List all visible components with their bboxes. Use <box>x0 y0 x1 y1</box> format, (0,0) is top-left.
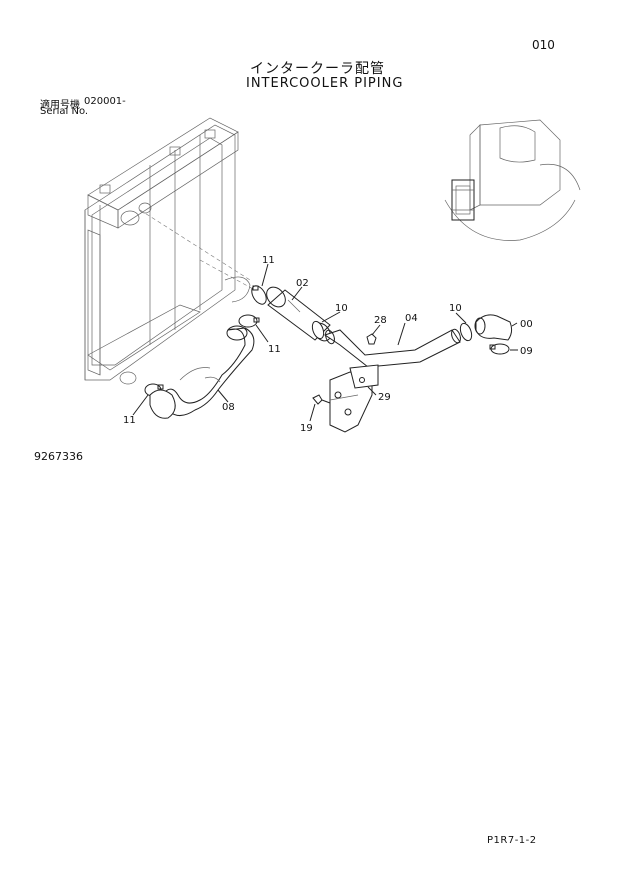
page-code: P1R7-1-2 <box>487 835 537 846</box>
callout-00: 00 <box>520 319 533 330</box>
callout-10: 10 <box>335 303 348 314</box>
callout-04: 04 <box>405 313 418 324</box>
page-number: 010 <box>532 38 555 52</box>
serial-label-japanese: 適用号機 <box>40 100 80 111</box>
drawing-number: 9267336 <box>34 450 83 463</box>
callout-08: 08 <box>222 402 235 413</box>
callout-28: 28 <box>374 315 387 326</box>
callout-11: 11 <box>123 415 136 426</box>
bracket-29-drawing <box>329 364 379 433</box>
clamp-11-upper <box>251 285 267 305</box>
clamp-10-left <box>311 320 325 340</box>
serial-number: 020001- <box>84 96 126 107</box>
clamp-09 <box>489 343 510 355</box>
bolt-19 <box>312 394 331 405</box>
radiator-core-drawing <box>84 117 256 385</box>
hose-00-drawing <box>474 314 513 341</box>
machine-location-inset <box>444 119 581 241</box>
pipe-04-drawing <box>323 328 461 368</box>
callout-29: 29 <box>378 392 391 403</box>
callout-10: 10 <box>449 303 462 314</box>
leader-lines <box>132 263 518 422</box>
page-title-japanese: インタークーラ配管 <box>250 61 385 77</box>
clamp-11-middle <box>238 314 260 328</box>
bolt-28 <box>366 333 377 345</box>
callout-11: 11 <box>268 344 281 355</box>
callout-19: 19 <box>300 423 313 434</box>
callout-11: 11 <box>262 255 275 266</box>
hose-08-drawing <box>149 325 255 419</box>
callout-02: 02 <box>296 278 309 289</box>
clamp-10-right <box>459 322 473 342</box>
page-title-english: INTERCOOLER PIPING <box>246 76 404 91</box>
callout-09: 09 <box>520 346 533 357</box>
serial-label-english: Serial No. <box>40 106 89 117</box>
